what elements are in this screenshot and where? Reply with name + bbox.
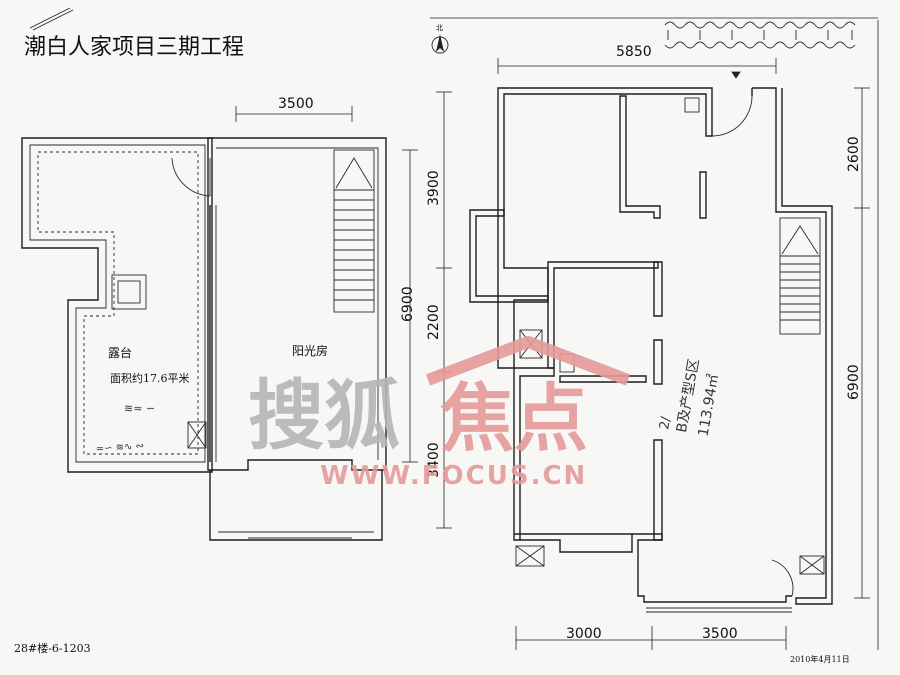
sohu-focus-watermark: 搜狐 焦点 WWW.FOCUS.CN (248, 336, 631, 491)
handwritten-line1: 2/ (657, 415, 674, 431)
watermark-house-logo-icon (425, 336, 631, 386)
terrace-shaft (111, 274, 147, 310)
left-dim-top (235, 106, 353, 122)
right-dim-vertical (854, 87, 870, 599)
room-label-terrace: 露台 (108, 345, 132, 360)
bottom-dims (515, 626, 787, 650)
right-plan-lower-level (469, 87, 833, 613)
unit-code: 28#楼-6-1203 (14, 641, 91, 655)
dim-bottom-left: 3000 (566, 626, 602, 642)
left-stairs (333, 149, 375, 313)
top-right-scribble (664, 21, 856, 49)
dim-mid-bottom: 3400 (426, 442, 442, 478)
room-label-sunroom: 阳光房 (292, 343, 328, 358)
project-title: 潮白人家项目三期工程 (24, 35, 244, 60)
handwritten-line3: 113.94㎡ (696, 373, 723, 438)
dim-right-vertical-bottom: 6900 (846, 364, 862, 400)
watermark-cn-part1: 搜狐 (248, 371, 400, 460)
watermark-cn-part2: 焦点 (440, 376, 588, 462)
dim-mid-top: 3900 (426, 170, 442, 206)
dim-right-vertical-top: 2600 (846, 136, 862, 172)
ac-unit-icon-3 (799, 555, 825, 575)
drawing-date: 2010年4月11日 (790, 654, 850, 664)
north-label: 北 (436, 24, 443, 32)
dim-left-vertical: 6900 (400, 286, 416, 322)
dim-bottom-right: 3500 (702, 626, 738, 642)
terrace-area-label: 面积约17.6平米 (110, 372, 190, 385)
dim-right-top: 5850 (616, 44, 652, 60)
bath-fixture (684, 97, 700, 113)
right-stairs (779, 217, 821, 335)
pencil-mark (29, 7, 71, 29)
north-arrow-icon (431, 34, 449, 54)
handwritten-annotation: 2/ B及产型S区 113.94㎡ (657, 358, 723, 438)
terrace-scribble-2: ≈∽ ≋∿ ∾ (95, 441, 144, 455)
left-plan-upper-level (21, 137, 387, 541)
terrace-ac-unit-icon (187, 421, 207, 449)
left-dim-vertical (402, 149, 418, 463)
terrace-scribble: ≋≈ ∽ (124, 402, 155, 415)
watermark-url: WWW.FOCUS.CN (320, 461, 587, 491)
dim-mid-middle: 2200 (426, 304, 442, 340)
right-dim-top (497, 58, 777, 79)
ac-unit-icon-2 (515, 545, 545, 567)
dim-left-top: 3500 (278, 96, 314, 112)
